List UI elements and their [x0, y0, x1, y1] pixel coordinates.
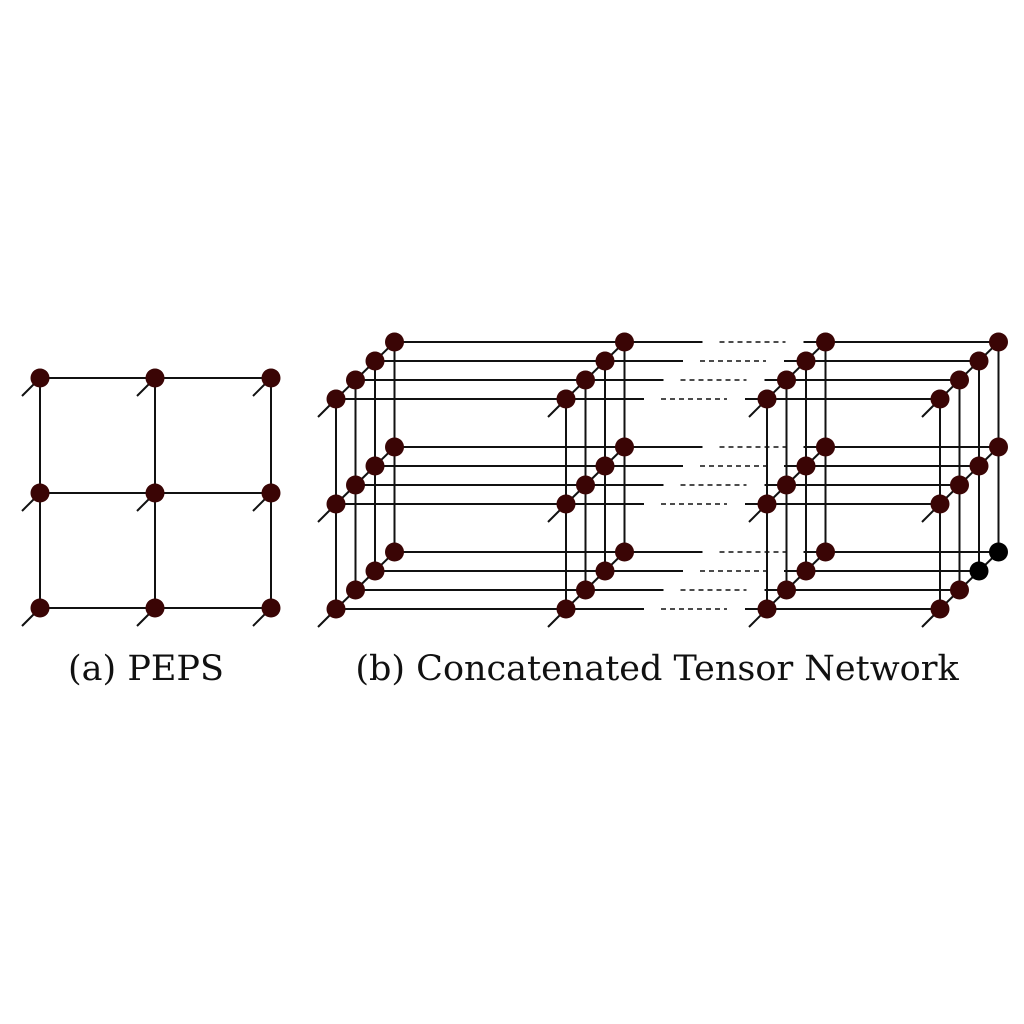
ctn-node	[796, 351, 816, 371]
peps-node	[261, 483, 281, 503]
ctn-node	[576, 370, 595, 390]
ctn-node	[595, 351, 615, 371]
ctn-depth-bond	[939, 446, 1000, 505]
ctn-node	[326, 494, 346, 514]
ctn-node	[346, 370, 365, 390]
ctn-node	[365, 561, 385, 581]
ctn-node	[969, 351, 989, 371]
ctn-node	[595, 456, 615, 476]
ctn-node	[777, 475, 796, 495]
ctn-node	[796, 456, 816, 476]
peps-diagram	[21, 368, 281, 627]
ctn-node	[757, 494, 777, 514]
ctn-depth-bond	[939, 341, 1000, 400]
ctn-node	[777, 580, 796, 600]
ctn-node	[576, 580, 595, 600]
ctn-node	[576, 475, 595, 495]
ctn-node	[989, 332, 1008, 352]
peps-node	[30, 368, 50, 388]
ctn-node	[989, 437, 1008, 457]
ctn-node	[757, 389, 777, 409]
ctn-depth-bond	[766, 446, 827, 505]
ctn-node	[930, 389, 950, 409]
ctn-depth-bond	[565, 551, 626, 610]
ctn-node	[556, 599, 576, 619]
ctn-node	[385, 332, 404, 352]
peps-node	[145, 483, 165, 503]
ctn-node	[930, 494, 950, 514]
ctn-node	[615, 437, 634, 457]
ctn-node	[796, 561, 816, 581]
ctn-special-node	[989, 542, 1008, 562]
peps-node	[30, 598, 50, 618]
ctn-node	[950, 475, 969, 495]
ctn-node	[346, 580, 365, 600]
ctn-node	[326, 389, 346, 409]
peps-node	[145, 598, 165, 618]
peps-node	[145, 368, 165, 388]
ctn-node	[595, 561, 615, 581]
ctn-node	[346, 475, 365, 495]
peps-node	[261, 368, 281, 388]
caption-concatenated-tensor-network: (b) Concatenated Tensor Network	[355, 649, 959, 689]
ctn-depth-bond	[565, 446, 626, 505]
peps-node	[261, 598, 281, 618]
ctn-depth-bond	[335, 446, 396, 505]
ctn-node	[950, 580, 969, 600]
ctn-node	[615, 332, 634, 352]
ctn-node	[969, 456, 989, 476]
ctn-special-node	[969, 561, 989, 581]
ctn-depth-bond	[939, 551, 1000, 610]
concatenated-tensor-network-diagram	[317, 332, 1008, 628]
ctn-node	[777, 370, 796, 390]
ctn-depth-bond	[766, 551, 827, 610]
ctn-depth-bond	[565, 341, 626, 400]
ctn-node	[365, 456, 385, 476]
ctn-depth-bond	[766, 341, 827, 400]
peps-node	[30, 483, 50, 503]
ctn-node	[615, 542, 634, 562]
ctn-node	[365, 351, 385, 371]
ctn-depth-bond	[335, 341, 396, 400]
ctn-node	[930, 599, 950, 619]
caption-peps: (a) PEPS	[68, 649, 224, 689]
ctn-node	[385, 542, 404, 562]
ctn-node	[950, 370, 969, 390]
ctn-node	[757, 599, 777, 619]
ctn-node	[385, 437, 404, 457]
ctn-node	[326, 599, 346, 619]
ctn-node	[556, 494, 576, 514]
ctn-node	[816, 332, 835, 352]
ctn-node	[816, 542, 835, 562]
ctn-depth-bond	[335, 551, 396, 610]
ctn-node	[816, 437, 835, 457]
ctn-node	[556, 389, 576, 409]
